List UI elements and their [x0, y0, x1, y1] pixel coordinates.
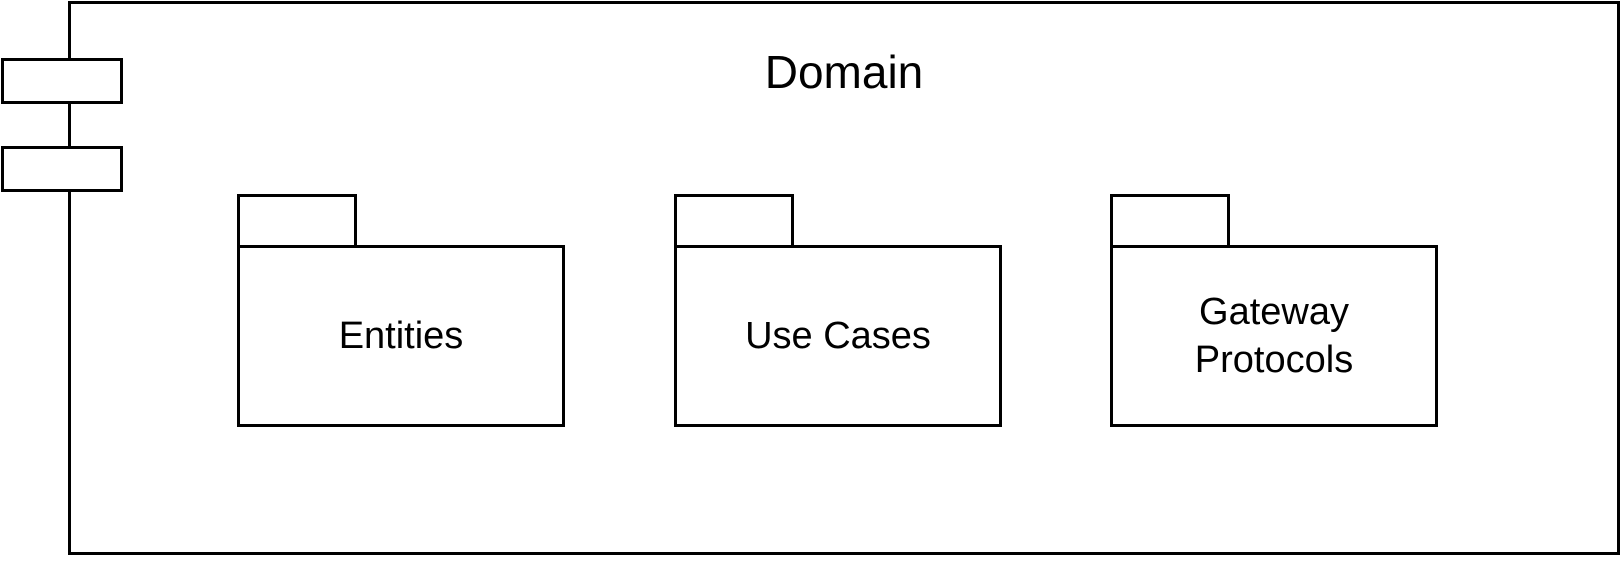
package-label: Entities [338, 315, 464, 357]
component-port-top [1, 58, 123, 104]
package-entities: Entities [237, 194, 565, 427]
package-body: Gateway Protocols [1110, 245, 1438, 427]
package-body: Entities [237, 245, 565, 427]
package-body: Use Cases [674, 245, 1002, 427]
package-label: Use Cases [745, 315, 931, 357]
package-tab [1110, 194, 1230, 248]
component-port-bottom [1, 146, 123, 192]
component-title: Domain [764, 46, 924, 98]
package-label: Gateway Protocols [1194, 291, 1354, 381]
package-tab [674, 194, 794, 248]
package-tab [237, 194, 357, 248]
package-gateway-protocols: Gateway Protocols [1110, 194, 1438, 427]
package-use-cases: Use Cases [674, 194, 1002, 427]
